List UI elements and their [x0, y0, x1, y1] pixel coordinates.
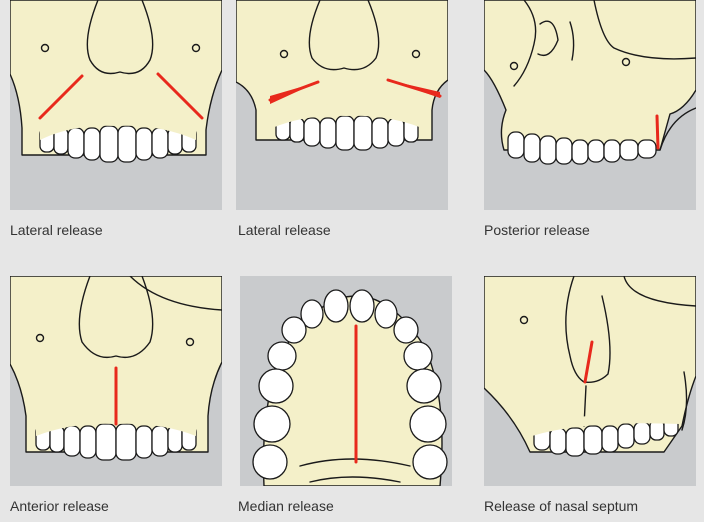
caption-lateral-release-1: Lateral release	[10, 222, 103, 238]
caption-anterior-release: Anterior release	[10, 498, 109, 514]
panel-anterior-release	[10, 276, 222, 486]
panel-lateral-release-wedges	[236, 0, 448, 210]
caption-median-release: Median release	[238, 498, 334, 514]
caption-lateral-release-2: Lateral release	[238, 222, 331, 238]
posterior-cut	[657, 116, 658, 148]
skull-oblique-illustration	[484, 276, 696, 486]
panel-posterior-release	[484, 0, 696, 210]
upper-teeth	[276, 116, 418, 150]
caption-posterior-release: Posterior release	[484, 222, 590, 238]
skull-side-illustration	[484, 0, 696, 210]
upper-teeth	[36, 424, 196, 460]
panel-nasal-septum-release	[484, 276, 696, 486]
skull-front-illustration	[10, 276, 222, 486]
skull-front-illustration	[236, 0, 448, 210]
panel-lateral-release-lines	[10, 0, 222, 210]
palate-illustration	[240, 276, 452, 486]
skull-front-illustration	[10, 0, 222, 210]
panel-median-release	[240, 276, 452, 486]
caption-nasal-septum-release: Release of nasal septum	[484, 498, 638, 514]
